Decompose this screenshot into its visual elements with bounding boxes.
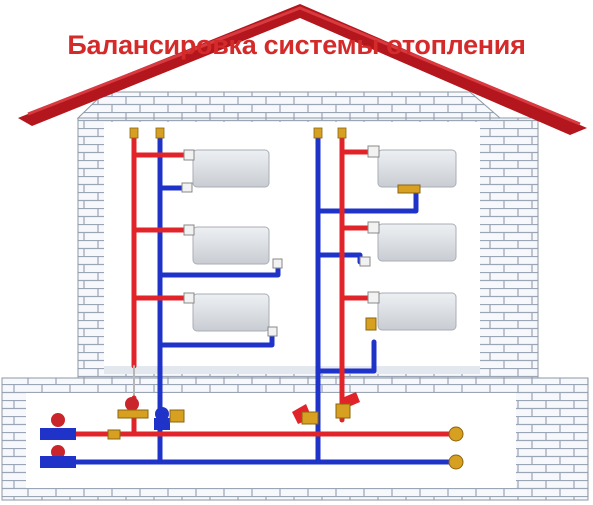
main-return-valve-handwheel-icon	[51, 445, 65, 459]
air-vent-icon	[337, 127, 347, 139]
radiators	[192, 149, 457, 332]
supply-end-fitting-icon	[448, 426, 464, 442]
basement-room-interior	[26, 393, 516, 488]
radiator-left-middle	[192, 226, 270, 265]
balancing-valve-icon	[365, 317, 377, 331]
partner-valve-icon	[335, 403, 351, 419]
radiator-right-middle	[377, 223, 457, 262]
thermostatic-valve-icon	[367, 291, 380, 304]
roof-highlight	[27, 6, 581, 126]
balancing-valve-handwheel-icon	[125, 397, 139, 411]
partner-valve-icon	[169, 409, 185, 423]
air-vents	[129, 127, 347, 139]
lockshield-valve-icon	[272, 258, 283, 269]
thermostatic-valve-icon	[183, 149, 195, 161]
main-return-valve-body-icon	[40, 456, 76, 468]
balancing-valve-body-icon	[301, 411, 319, 425]
bottom-connection-valve-icon	[397, 184, 421, 194]
thermostatic-valve-icon	[367, 145, 380, 158]
radiator-left-top	[192, 149, 270, 188]
shutoff-valve-handwheel-icon	[155, 407, 169, 421]
shutoff-valve-body-icon	[154, 418, 170, 430]
balancing-valve-body-icon	[117, 409, 149, 419]
attic-wall	[76, 91, 502, 119]
basement-balancing-valves	[40, 392, 464, 470]
radiator-right-bottom	[377, 292, 457, 331]
thermostatic-valve-icon	[367, 221, 380, 234]
return-branch-right-top	[315, 187, 419, 214]
diagram-title: Балансировка системы отопления	[67, 30, 526, 60]
drain-valve-icon	[107, 429, 121, 440]
air-vent-icon	[313, 127, 323, 139]
return-branch-right-bottom	[315, 339, 377, 374]
lockshield-valve-icon	[359, 256, 371, 267]
roof	[18, 4, 587, 135]
main-supply-valve-body-icon	[40, 428, 76, 440]
lockshield-valve-icon	[267, 326, 278, 337]
lockshield-valve-icon	[181, 182, 193, 193]
air-vent-icon	[129, 127, 139, 139]
return-end-fitting-icon	[448, 454, 464, 470]
radiator-right-top	[377, 149, 457, 188]
thermostatic-valve-icon	[183, 224, 195, 236]
radiator-valves	[181, 145, 421, 337]
main-supply-valve-handwheel-icon	[51, 413, 65, 427]
floor-slab	[104, 366, 480, 374]
air-vent-icon	[155, 127, 165, 139]
thermostatic-valve-icon	[183, 292, 195, 304]
supply-pipes	[57, 135, 458, 437]
house-walls	[1, 91, 589, 501]
radiator-left-bottom	[192, 293, 270, 332]
